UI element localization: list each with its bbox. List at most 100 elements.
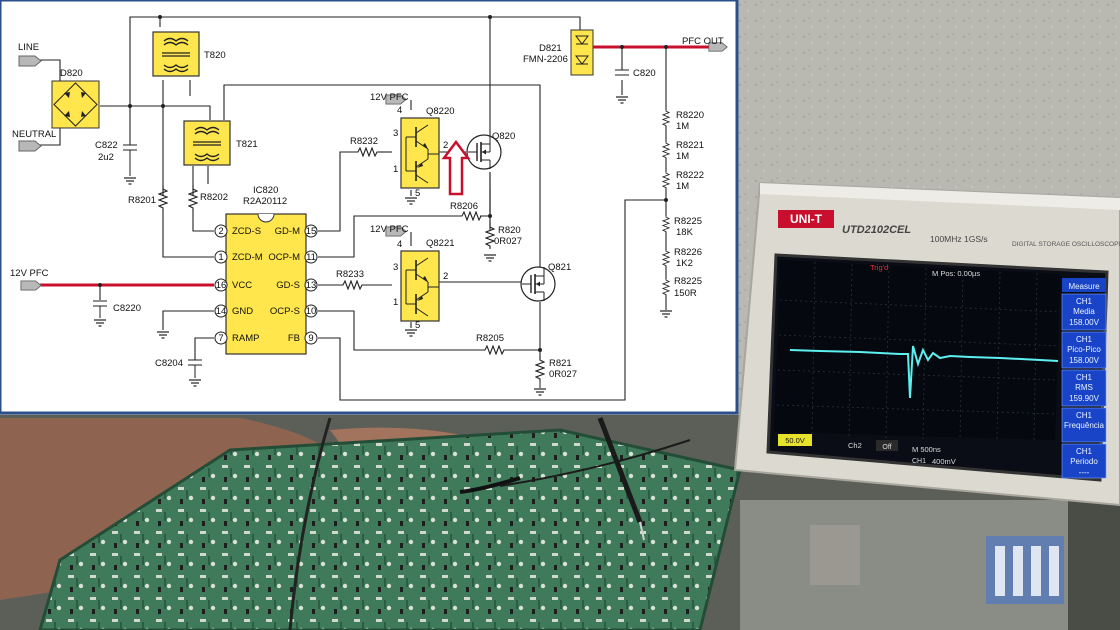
label-t821: T821 bbox=[236, 139, 258, 150]
measure-item[interactable]: CH1 Media 158.00V bbox=[1061, 293, 1107, 331]
measure-panel: Measure CH1 Media 158.00V CH1 Pico-Pico … bbox=[1061, 278, 1107, 479]
transistor-pair-q8221 bbox=[400, 250, 440, 322]
red-arrow-indicator bbox=[441, 139, 471, 196]
measure-item[interactable]: CH1 Pico-Pico 158.00V bbox=[1061, 331, 1107, 369]
label-r8220-value: 1M bbox=[676, 121, 689, 132]
schematic-wires bbox=[28, 16, 667, 401]
transistor-pair-q8220 bbox=[400, 117, 440, 189]
label-d821-part: FMN-2206 bbox=[523, 54, 568, 65]
label-pfc-out: PFC OUT bbox=[682, 36, 724, 47]
capacitor-c8220 bbox=[93, 300, 107, 318]
svg-text:CH1: CH1 bbox=[1076, 447, 1093, 456]
schematic-panel: 2 1 16 14 7 15 11 13 10 9 ZCD-S ZCD-M VC… bbox=[0, 0, 739, 415]
pin-num: 14 bbox=[216, 306, 227, 317]
label-r820: R820 bbox=[498, 225, 521, 236]
measure-item[interactable]: CH1 RMS 159.90V bbox=[1061, 369, 1107, 407]
label-r8221: R8221 bbox=[676, 140, 704, 151]
label-c8204: C8204 bbox=[155, 358, 183, 369]
label-q8220: Q8220 bbox=[426, 106, 455, 117]
label-r8202: R8202 bbox=[200, 192, 228, 203]
pcb-board bbox=[40, 430, 740, 630]
label-r8222-value: 1M bbox=[676, 181, 689, 192]
svg-text:----: ---- bbox=[1079, 468, 1090, 477]
scope-kind: DIGITAL STORAGE OSCILLOSCOPE bbox=[1012, 241, 1120, 248]
label-r821: R821 bbox=[549, 358, 572, 369]
pin-label: FB bbox=[288, 333, 300, 344]
scope-specs: 100MHz 1GS/s bbox=[930, 234, 988, 244]
label-q8221: Q8221 bbox=[426, 238, 455, 249]
ch2-label: Ch2 bbox=[848, 441, 862, 450]
pin-label: OCP-S bbox=[270, 306, 300, 317]
bridge-rectifier-d820 bbox=[51, 80, 100, 129]
label-q821: Q821 bbox=[548, 262, 571, 273]
label-ic-name: IC820 bbox=[253, 185, 278, 196]
scope-brand: UNI-T bbox=[790, 212, 823, 226]
pin-label: GD-M bbox=[275, 226, 300, 237]
pin-num: 16 bbox=[216, 280, 227, 291]
label-ic-part: R2A20112 bbox=[243, 196, 287, 207]
svg-text:RMS: RMS bbox=[1075, 383, 1093, 392]
capacitor-c8204 bbox=[188, 359, 202, 378]
label-c820: C820 bbox=[633, 68, 656, 79]
pin-num: 1 bbox=[218, 252, 223, 263]
label-12v-pfc-a: 12V PFC bbox=[370, 92, 409, 103]
label-r8206: R8206 bbox=[450, 201, 478, 212]
scope-status-bar: 50.0V Ch2 Off M 500ns CH1 400mV bbox=[778, 434, 956, 466]
pin-num: 9 bbox=[308, 333, 313, 344]
svg-text:CH1: CH1 bbox=[1076, 411, 1093, 420]
q-pin: 4 bbox=[397, 239, 402, 250]
diode-d821 bbox=[570, 29, 600, 76]
label-r8205: R8205 bbox=[476, 333, 504, 344]
q-pin: 1 bbox=[393, 164, 398, 175]
label-r8226-value: 1K2 bbox=[676, 258, 693, 269]
oscilloscope: UNI-T UTD2102CEL 100MHz 1GS/s DIGITAL ST… bbox=[733, 181, 1120, 585]
pin-label: ZCD-S bbox=[232, 226, 261, 237]
q-pin: 5 bbox=[415, 188, 420, 199]
svg-text:Media: Media bbox=[1073, 307, 1095, 316]
label-line: LINE bbox=[18, 42, 39, 53]
svg-text:Frequência: Frequência bbox=[1064, 421, 1105, 430]
label-r8225a: R8225 bbox=[674, 216, 702, 227]
pin-num: 11 bbox=[306, 252, 316, 263]
label-d821: D821 bbox=[539, 43, 562, 54]
svg-text:158.00V: 158.00V bbox=[1069, 318, 1099, 327]
scope-probe bbox=[597, 417, 643, 523]
highlighted-traces bbox=[40, 45, 710, 287]
label-r8222: R8222 bbox=[676, 170, 704, 181]
ch1-waveform bbox=[789, 345, 1059, 399]
measure-item[interactable]: CH1 Periodo ---- bbox=[1061, 443, 1107, 479]
label-c822: C822 bbox=[95, 140, 118, 151]
channel-logo bbox=[986, 536, 1064, 604]
label-neutral: NEUTRAL bbox=[12, 129, 56, 140]
measure-title: Measure bbox=[1068, 282, 1100, 291]
timebase: M 500ns bbox=[912, 445, 941, 454]
ic820 bbox=[214, 213, 318, 355]
label-12v-pfc-input: 12V PFC bbox=[10, 268, 49, 279]
label-r8225b: R8225 bbox=[674, 276, 702, 287]
svg-text:159.90V: 159.90V bbox=[1069, 394, 1099, 403]
label-r8225a-value: 18K bbox=[676, 227, 694, 238]
svg-text:CH1: CH1 bbox=[1076, 335, 1093, 344]
pin-num: 10 bbox=[306, 306, 317, 317]
pin-label: RAMP bbox=[232, 333, 259, 344]
label-r8233: R8233 bbox=[336, 269, 364, 280]
svg-text:Pico-Pico: Pico-Pico bbox=[1067, 345, 1101, 354]
capacitor-c822 bbox=[123, 144, 137, 176]
scope-model: UTD2102CEL bbox=[842, 224, 911, 236]
label-c8220: C8220 bbox=[113, 303, 141, 314]
q-pin: 5 bbox=[415, 320, 420, 331]
label-12v-pfc-b: 12V PFC bbox=[370, 224, 409, 235]
q-pin: 3 bbox=[393, 128, 398, 139]
trigger-level: 400mV bbox=[932, 457, 956, 466]
scope-trig-status: Trig'd bbox=[870, 263, 888, 272]
label-r8225b-value: 150R bbox=[674, 288, 697, 299]
svg-text:158.00V: 158.00V bbox=[1069, 356, 1099, 365]
measure-item[interactable]: CH1 Frequência bbox=[1061, 407, 1107, 443]
pin-label: GND bbox=[232, 306, 253, 317]
q-pin: 2 bbox=[443, 271, 448, 282]
q-pin: 4 bbox=[397, 105, 402, 116]
transformer-t820 bbox=[152, 31, 200, 77]
ch2-off: Off bbox=[882, 444, 891, 451]
label-r8201: R8201 bbox=[128, 195, 156, 206]
svg-text:CH1: CH1 bbox=[1076, 297, 1093, 306]
